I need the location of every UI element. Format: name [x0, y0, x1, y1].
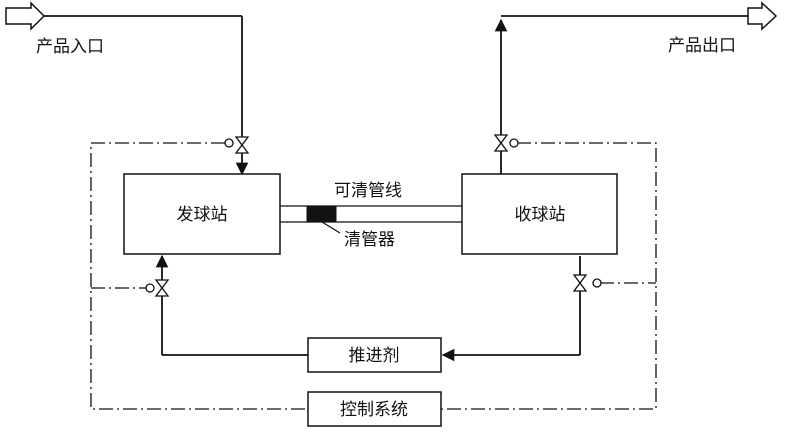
propellant-label: 推进剂	[349, 346, 400, 366]
product-inlet-hollow-arrow-icon	[5, 1, 46, 31]
propellant-line-left	[155, 254, 308, 356]
receiver-propellant-valve-icon	[572, 274, 602, 292]
control-signal-loop	[90, 142, 657, 410]
product-inlet-label: 产品入口	[36, 37, 104, 57]
pig-label: 清管器	[344, 230, 395, 250]
product-outlet-hollow-arrow-icon	[747, 1, 778, 31]
pigging-line-label: 可清管线	[334, 181, 402, 201]
outlet-valve-icon	[493, 134, 519, 152]
launcher-propellant-valve-icon	[145, 279, 170, 297]
product-outlet-label: 产品出口	[668, 36, 736, 56]
inlet-valve-icon	[224, 136, 250, 154]
pig-block	[306, 205, 337, 223]
propellant-box: 推进剂	[307, 337, 442, 373]
pig-leader-line	[321, 221, 341, 234]
control-system-label: 控制系统	[340, 400, 408, 420]
propellant-line-right	[441, 256, 581, 362]
control-system-box: 控制系统	[307, 391, 442, 427]
launcher-station: 发球站	[123, 173, 281, 255]
receiver-station-label: 收球站	[515, 205, 566, 225]
receiver-station: 收球站	[461, 173, 618, 255]
launcher-station-label: 发球站	[177, 205, 228, 225]
